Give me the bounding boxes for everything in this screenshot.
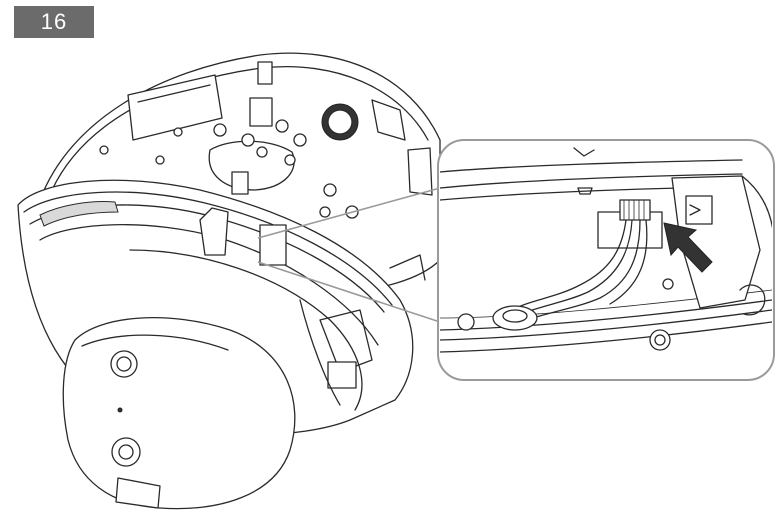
step-number-badge: 16 [14, 6, 94, 38]
wire-harness [511, 219, 648, 325]
dome-cover [62, 317, 296, 510]
board-screws [99, 119, 359, 219]
callout-detail-panel [437, 139, 775, 381]
black-arrow-icon [663, 222, 713, 273]
callout-leader-lines [257, 187, 441, 323]
terminal-connector [619, 199, 651, 221]
